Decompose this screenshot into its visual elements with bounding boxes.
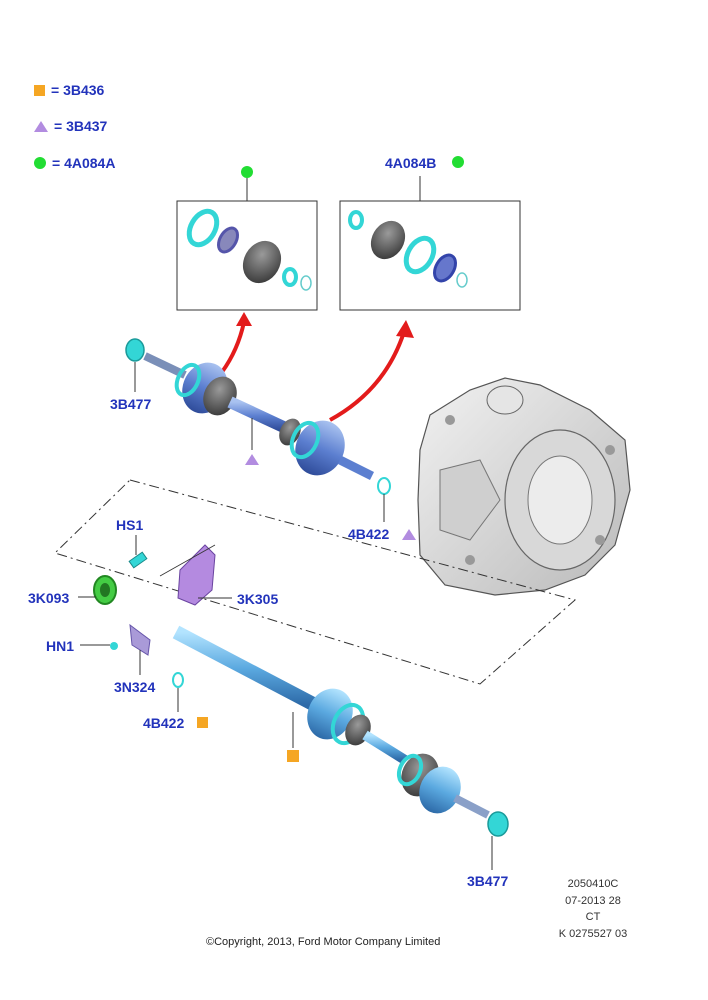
red-arrow-right xyxy=(329,331,406,422)
legend-triangle: = 3B437 xyxy=(34,118,107,134)
label-bracket: 3K305 xyxy=(237,591,279,607)
upper-driveshaft xyxy=(125,338,391,495)
kit-box-right xyxy=(339,200,521,311)
ref-code-3: CT xyxy=(585,911,601,923)
label-clip-lower: 4B422 xyxy=(143,715,185,731)
clip-upper-triangle xyxy=(402,529,416,540)
ref-code-2: 07-2013 28 xyxy=(565,895,621,907)
red-arrow-left xyxy=(220,321,246,374)
copyright-notice: ©Copyright, 2013, Ford Motor Company Lim… xyxy=(206,936,441,948)
label-seal: 3K093 xyxy=(28,590,70,606)
legend-circle: = 4A084A xyxy=(34,155,115,171)
upper-shaft-triangle xyxy=(245,454,259,465)
label-clip-upper: 4B422 xyxy=(348,526,390,542)
label-retainer: 3N324 xyxy=(114,679,156,695)
label-bolt: HS1 xyxy=(116,517,144,533)
legend-circle-text: = 4A084A xyxy=(52,155,116,171)
green-dot-symbol xyxy=(34,157,46,169)
orange-square-symbol xyxy=(34,84,45,96)
ref-code-1: 2050410C xyxy=(567,878,619,890)
legend-square-text: = 3B436 xyxy=(51,82,105,98)
label-nut-small: HN1 xyxy=(46,638,75,654)
legend-triangle-text: = 3B437 xyxy=(54,118,108,134)
ref-code-4: K 0275527 03 xyxy=(558,928,628,940)
legend-square: = 3B436 xyxy=(34,82,104,98)
label-nut-bottom: 3B477 xyxy=(467,873,509,889)
lower-driveshaft xyxy=(93,544,509,837)
kit-right-parts xyxy=(348,210,468,288)
clip-lower-square xyxy=(197,717,208,728)
kit-right-green-dot xyxy=(452,156,464,168)
purple-triangle-symbol xyxy=(34,120,48,132)
label-nut-top: 3B477 xyxy=(110,396,152,412)
label-kit-right: 4A084B xyxy=(385,155,437,171)
intermediate-shaft-boundary xyxy=(54,479,577,685)
transmission-housing xyxy=(417,377,631,596)
kit-left-parts xyxy=(186,208,312,291)
kit-left-green-dot xyxy=(241,166,253,178)
lower-shaft-square xyxy=(287,750,299,762)
